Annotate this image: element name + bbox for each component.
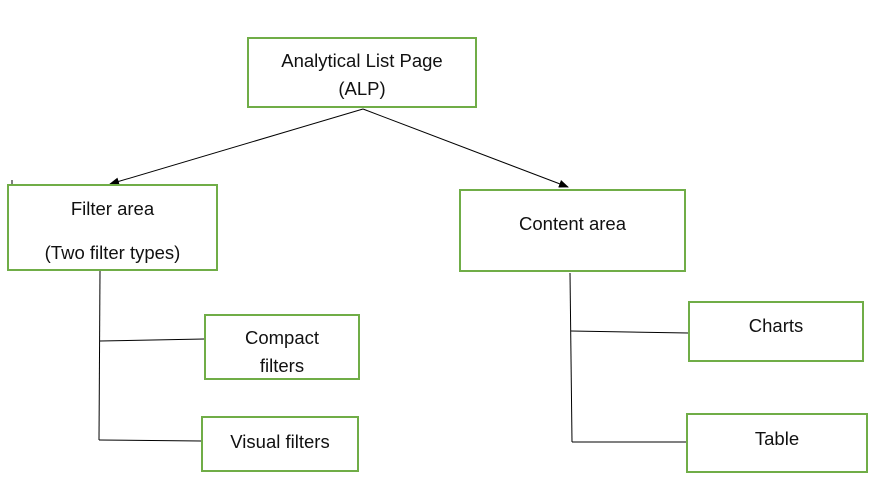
alp-node-abbrev: (ALP) (338, 78, 386, 99)
filter-area-title: Filter area (70, 198, 155, 219)
content-area-node: Content area (459, 189, 686, 272)
compact-filters-line2: filters (259, 355, 305, 376)
arrow-to-content-area (362, 108, 569, 188)
arrow-to-filter-area (109, 108, 364, 186)
branch-to-visual-filters (98, 439, 202, 442)
content-area-trunk (569, 272, 573, 443)
compact-filters-line1: Compact (244, 327, 320, 348)
filter-area-subtitle: (Two filter types) (44, 242, 181, 263)
alp-node: Analytical List Page (ALP) (247, 37, 477, 108)
visual-filters-node: Visual filters (201, 416, 359, 472)
filter-area-node: Filter area (Two filter types) (7, 184, 218, 271)
content-area-title: Content area (519, 213, 626, 234)
table-node: Table (686, 413, 868, 473)
charts-label: Charts (748, 315, 804, 336)
compact-filters-node: Compact filters (204, 314, 360, 380)
alp-node-title: Analytical List Page (281, 50, 443, 71)
visual-filters-label: Visual filters (230, 431, 330, 452)
table-label: Table (754, 428, 800, 449)
charts-node: Charts (688, 301, 864, 362)
branch-to-compact-filters (99, 338, 205, 342)
filter-area-trunk (98, 270, 101, 441)
branch-to-charts (570, 330, 689, 334)
